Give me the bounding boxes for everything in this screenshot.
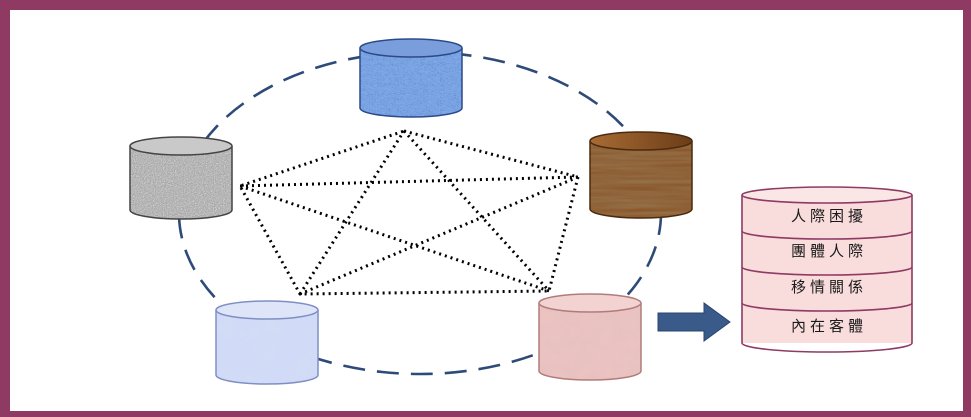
layer-label-1: 人際困擾 (790, 207, 867, 225)
star-line-5 (298, 130, 406, 295)
cylinder-pink-paper (538, 293, 642, 381)
cylinder-brown-wood (589, 131, 693, 219)
dotted-pentagram (237, 129, 580, 296)
star-line-3 (239, 175, 579, 188)
right-arrow-icon (657, 302, 731, 342)
layered-cylinder (741, 186, 913, 353)
layer-label-3: 移情關係 (790, 278, 867, 296)
cylinder-light-blue-marble (215, 300, 319, 385)
layer-label-2: 團體人際 (790, 242, 867, 260)
cylinder-gray-granite (129, 136, 233, 220)
pentagon-outline (237, 129, 580, 296)
star-line-2 (239, 184, 550, 293)
cylinder-blue-fabric (359, 38, 463, 118)
star-line-1 (402, 129, 551, 293)
star-line-4 (299, 175, 579, 296)
layer-label-4: 內在客體 (790, 317, 867, 335)
